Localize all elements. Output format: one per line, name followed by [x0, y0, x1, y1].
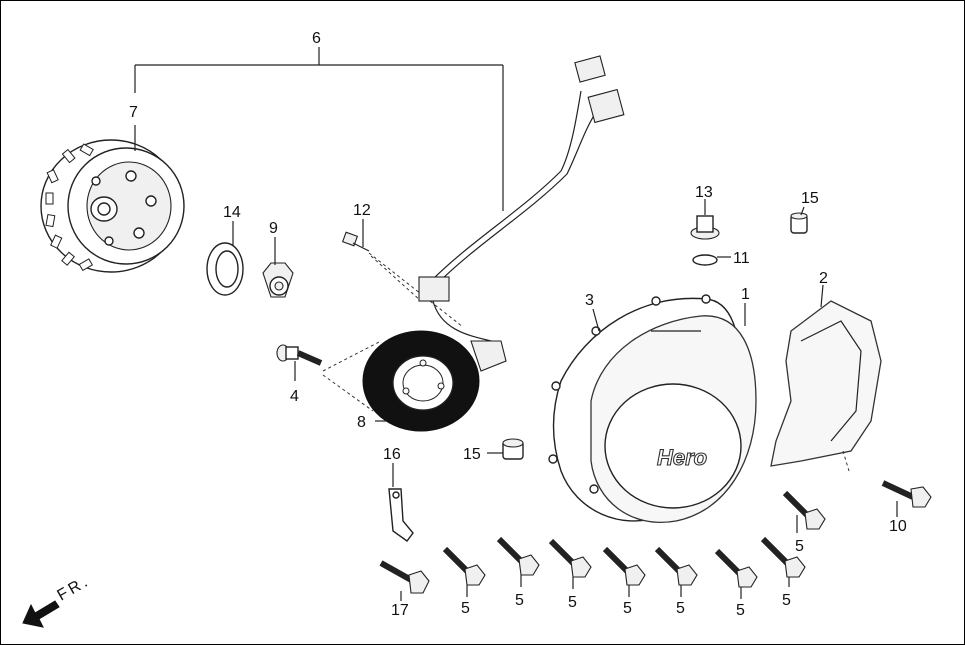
bolt-5-g [714, 548, 758, 599]
callout-1: 1 [741, 286, 750, 303]
bolt-12 [341, 219, 464, 328]
callout-7: 7 [129, 104, 138, 121]
callout-5-d: 5 [568, 594, 577, 611]
washer-14 [206, 221, 244, 296]
callout-2: 2 [819, 270, 828, 287]
callout-11: 11 [733, 250, 750, 267]
callout-5-b: 5 [461, 600, 470, 617]
dowel-pin-15-lower [487, 438, 524, 460]
callout-9: 9 [269, 220, 278, 237]
generator-cover-1: Hero [590, 303, 757, 523]
callout-4: 4 [290, 388, 299, 405]
bolt-5-d [548, 538, 592, 589]
stator-coil [322, 330, 507, 432]
bolt-5-h [760, 536, 806, 587]
callout-15-lower: 15 [463, 446, 481, 463]
callout-15-upper: 15 [801, 190, 819, 207]
bolt-4 [276, 344, 323, 381]
callout-8: 8 [357, 414, 366, 431]
flywheel-rotor [40, 125, 185, 273]
callout-6: 6 [312, 30, 321, 47]
bolt-5-b [442, 546, 486, 597]
callout-5-e: 5 [623, 600, 632, 617]
callout-5-c: 5 [515, 592, 524, 609]
bolt-17 [379, 560, 430, 601]
nut-9 [262, 237, 294, 298]
callout-13: 13 [695, 184, 713, 201]
dowel-pin-15-upper [790, 206, 808, 234]
bolt-5-e [602, 546, 646, 597]
plug-13 [690, 199, 720, 240]
cover-brand-logo: Hero [657, 445, 707, 470]
callout-5-a: 5 [795, 538, 804, 555]
wiring-harness [418, 55, 625, 342]
bracket-16 [388, 463, 414, 542]
front-direction-arrow-icon [22, 600, 60, 628]
callout-12: 12 [353, 202, 371, 219]
callout-16: 16 [383, 446, 401, 463]
callout-14: 14 [223, 204, 241, 221]
o-ring-11 [692, 254, 731, 266]
bolt-5-f [654, 546, 698, 597]
callout-5-g: 5 [736, 602, 745, 619]
sprocket-cover-2 [770, 284, 882, 472]
bolt-10 [881, 480, 932, 517]
leader-6 [134, 47, 504, 211]
callout-10: 10 [889, 518, 907, 535]
callout-17: 17 [391, 602, 409, 619]
bolt-5-c [496, 536, 540, 587]
callout-5-f: 5 [676, 600, 685, 617]
front-direction-label: FR. [55, 572, 94, 604]
bolt-5-a [782, 490, 826, 533]
callout-5-h: 5 [782, 592, 791, 609]
callout-3: 3 [585, 292, 594, 309]
